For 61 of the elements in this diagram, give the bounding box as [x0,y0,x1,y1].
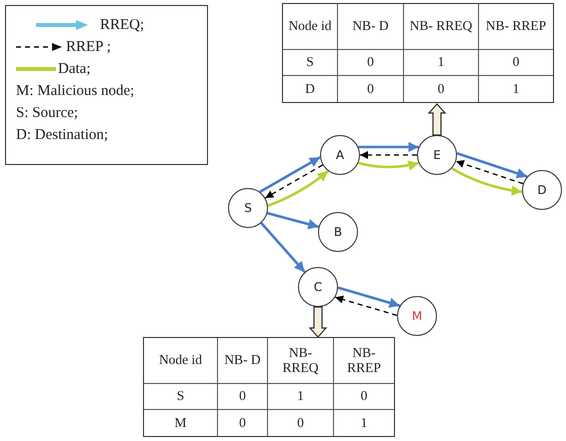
data-table [282,3,554,103]
hollow-arrow [428,103,446,136]
node-label: S [244,201,252,215]
arrow [358,142,419,152]
table-header-cell: Node id [144,338,218,384]
table-cell: S [283,50,338,76]
table-header-cell: NB- RREQ [404,4,479,50]
node-circle [228,188,268,228]
legend-text: S: Source; [16,104,78,122]
node-label: D [537,183,547,197]
table-cell: 0 [268,410,334,436]
table-header-cell: NB- RREQ [268,338,334,384]
legend-text: RREP ; [66,38,111,56]
table-cell: 0 [218,384,268,410]
table-cell: 0 [404,76,479,102]
table-cell: 0 [338,76,404,102]
arrow [260,222,306,273]
arrow [335,296,398,316]
node-circle [298,267,338,307]
node-circle [522,170,562,210]
table-cell: D [283,76,338,102]
legend-text: D: Destination; [16,126,108,144]
legend-text: Data; [58,60,90,78]
table-cell: 0 [338,50,404,76]
table-header-cell: NB- RREP [334,338,394,384]
table-header-cell: NB- RREP [479,4,553,50]
arrow [358,160,419,170]
arrow [338,286,400,308]
arrow [267,212,319,230]
legend-text: RREQ; [100,16,144,34]
node-label: B [334,225,342,239]
arrow [360,151,417,159]
node-label: M [412,309,422,323]
table-cell-text: 1 [512,80,520,98]
node-circle [318,212,358,252]
node-label: E [433,148,441,162]
data-table [143,337,395,437]
node-circle [417,135,457,175]
node-circle [320,135,360,175]
hollow-arrow [308,306,328,338]
arrow [456,152,528,178]
table-cell: S [144,384,218,410]
legend-text: M: Malicious node; [16,82,134,100]
table-cell: 1 [404,50,479,76]
node-circle [397,296,437,336]
table-cell-text: 1 [360,414,368,432]
arrow [265,164,323,199]
table-header-cell: NB- D [338,4,404,50]
node-label: A [336,148,344,162]
table-header-cell: Node id [283,4,338,50]
arrow [267,170,329,207]
table-cell: 0 [334,384,394,410]
table-cell: M [144,410,218,436]
arrow [456,160,524,184]
table-cell: 0 [218,410,268,436]
table-header-cell: NB- D [218,338,268,384]
arrow [259,156,321,194]
node-label: C [314,280,322,294]
arrow [451,167,522,196]
table-cell: 1 [268,384,334,410]
table-cell: 0 [479,50,553,76]
